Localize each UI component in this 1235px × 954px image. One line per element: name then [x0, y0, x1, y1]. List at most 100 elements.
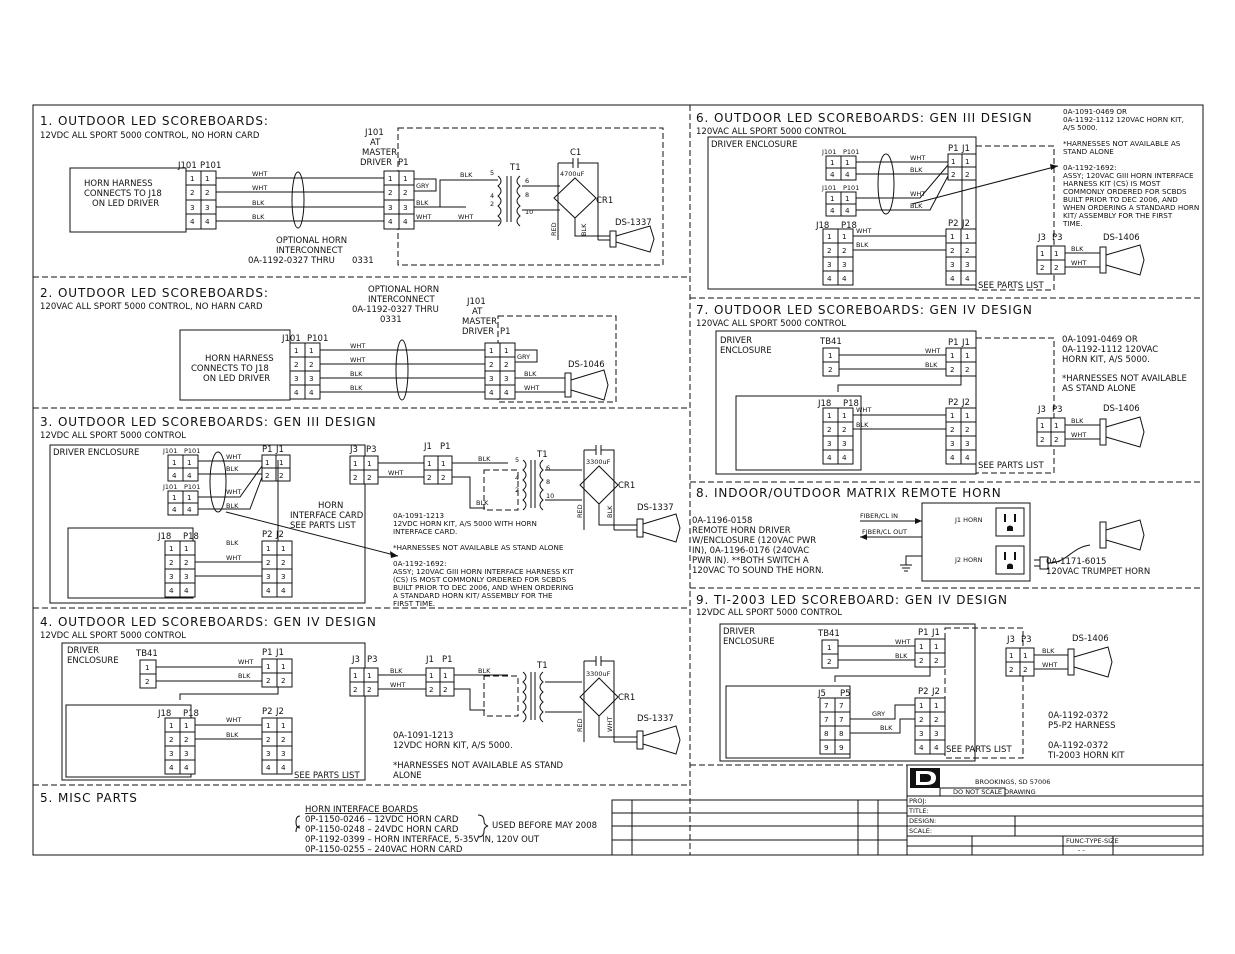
- wire-label: WHT: [524, 384, 539, 392]
- svg-text:3: 3: [965, 260, 970, 269]
- note-line: TI-2003 HORN KIT: [1047, 751, 1125, 761]
- svg-text:2: 2: [403, 188, 408, 197]
- pin-label: 4: [490, 192, 494, 200]
- pin-label: 5: [490, 169, 494, 177]
- section-4-subtitle: 12VDC ALL SPORT 5000 CONTROL: [40, 631, 186, 641]
- note-line: WHEN ORDERING A STANDARD HORN: [1063, 203, 1199, 212]
- svg-text:3: 3: [919, 729, 924, 738]
- note-line: A STANDARD HORN KIT/ ASSEMBLY FOR THE: [393, 591, 553, 600]
- svg-text:1: 1: [265, 458, 270, 467]
- svg-text:2: 2: [950, 246, 955, 255]
- svg-text:4: 4: [950, 453, 955, 462]
- svg-text:1: 1: [1054, 249, 1059, 258]
- card-label: INTERFACE CARD: [290, 511, 364, 521]
- optional-note: 0331: [380, 315, 402, 325]
- connector-label: P1: [948, 338, 959, 348]
- connector-label: J3: [351, 655, 360, 665]
- svg-text:3: 3: [266, 572, 271, 581]
- connector-label: P2: [262, 530, 273, 540]
- connector-label: J101: [281, 334, 301, 344]
- optional-note: 0331: [352, 256, 374, 266]
- svg-text:1: 1: [187, 493, 192, 502]
- section-1: 1. OUTDOOR LED SCOREBOARDS: 12VDC ALL SP…: [40, 114, 664, 266]
- wire-label: WHT: [416, 213, 431, 221]
- connector-label: P18: [183, 532, 199, 542]
- connector-label: P3: [1052, 405, 1063, 415]
- svg-text:2: 2: [443, 685, 448, 694]
- connector-label: P101: [200, 161, 221, 171]
- connector-label: J1: [275, 445, 284, 455]
- note-line: INTERFACE CARD.: [393, 527, 457, 536]
- wire-label: BLK: [895, 652, 908, 660]
- connector-label: P101: [184, 447, 200, 455]
- note-line: A/S 5000.: [1063, 123, 1098, 132]
- wire-label: BLK: [524, 370, 537, 378]
- svg-text:2: 2: [934, 656, 939, 665]
- svg-text:1: 1: [205, 174, 210, 183]
- enclosure-label: ENCLOSURE: [67, 656, 119, 666]
- svg-text:9: 9: [839, 743, 844, 752]
- trumpet-horn-icon: [1099, 519, 1145, 551]
- svg-text:1: 1: [266, 544, 271, 553]
- wire-label: GRY: [872, 710, 885, 718]
- svg-text:2: 2: [190, 188, 195, 197]
- svg-text:3: 3: [827, 260, 832, 269]
- wire-label: WHT: [390, 681, 405, 689]
- note-line: 0A-1192-0372: [1048, 741, 1108, 751]
- svg-text:1: 1: [443, 671, 448, 680]
- svg-text:2: 2: [429, 685, 434, 694]
- note-line: ASSY; 120VAC GIII HORN INTERFACE HARNESS…: [393, 567, 574, 576]
- connector-label: J18: [157, 709, 171, 719]
- wire-label: BLK: [478, 455, 491, 463]
- svg-text:4: 4: [169, 763, 174, 772]
- wire-label: BLK: [856, 241, 869, 249]
- svg-text:4: 4: [827, 274, 832, 283]
- enclosure-label: DRIVER: [723, 627, 755, 637]
- wire-label: WHT: [910, 190, 925, 198]
- harness-note: CONNECTS TO J18: [191, 364, 269, 374]
- svg-text:4: 4: [934, 743, 939, 752]
- svg-text:4: 4: [845, 170, 850, 179]
- svg-text:1: 1: [279, 458, 284, 467]
- connector-label: J2: [931, 687, 940, 697]
- note-line: KIT/ ASSEMBLY FOR THE FIRST: [1063, 211, 1173, 220]
- connector-label: J1: [931, 628, 940, 638]
- wire-label: BLK: [226, 502, 239, 510]
- svg-text:1: 1: [965, 411, 970, 420]
- bridge-rectifier-cr1: CR1: [579, 465, 635, 505]
- svg-text:2: 2: [1054, 435, 1059, 444]
- connector-label: J1: [423, 442, 432, 452]
- wire-label: WHT: [458, 213, 473, 221]
- svg-text:4: 4: [515, 474, 519, 482]
- svg-text:4: 4: [919, 743, 924, 752]
- connector-label: J18: [157, 532, 171, 542]
- svg-text:3: 3: [950, 260, 955, 269]
- svg-text:2: 2: [827, 657, 832, 666]
- svg-text:1: 1: [172, 458, 177, 467]
- section-2: 2. OUTDOOR LED SCOREBOARDS: 120VAC ALL S…: [40, 285, 617, 403]
- connector-label: J2: [961, 219, 970, 229]
- svg-text:2: 2: [281, 676, 286, 685]
- note-line: REMOTE HORN DRIVER: [692, 526, 791, 536]
- note-line: 0A-1192-1112 120VAC HORN KIT,: [1063, 115, 1184, 124]
- section-3-note: 0A-1091-1213 12VDC HORN KIT, A/S 5000 WI…: [393, 511, 574, 608]
- note-line: *HARNESSES NOT AVAILABLE: [1062, 374, 1187, 384]
- svg-text:1: 1: [429, 671, 434, 680]
- wire-label: WHT: [226, 453, 241, 461]
- connector-label: P101: [843, 148, 859, 156]
- svg-text:4: 4: [266, 763, 271, 772]
- svg-text:2: 2: [965, 425, 970, 434]
- see-parts-list: SEE PARTS LIST: [978, 461, 1044, 471]
- wire-label: WHT: [252, 184, 267, 192]
- svg-text:4: 4: [388, 217, 393, 226]
- harness-note: HORN HARNESS: [205, 354, 274, 364]
- connector-label: TB41: [135, 649, 158, 659]
- connector-label: P18: [843, 399, 859, 409]
- ds-label: DS-1406: [1072, 634, 1109, 644]
- svg-text:1: 1: [184, 721, 189, 730]
- svg-text:1: 1: [281, 662, 286, 671]
- wire-label: WHT: [910, 154, 925, 162]
- svg-text:2: 2: [441, 473, 446, 482]
- svg-text:1: 1: [1009, 651, 1014, 660]
- note-line: AS STAND ALONE: [1062, 384, 1136, 394]
